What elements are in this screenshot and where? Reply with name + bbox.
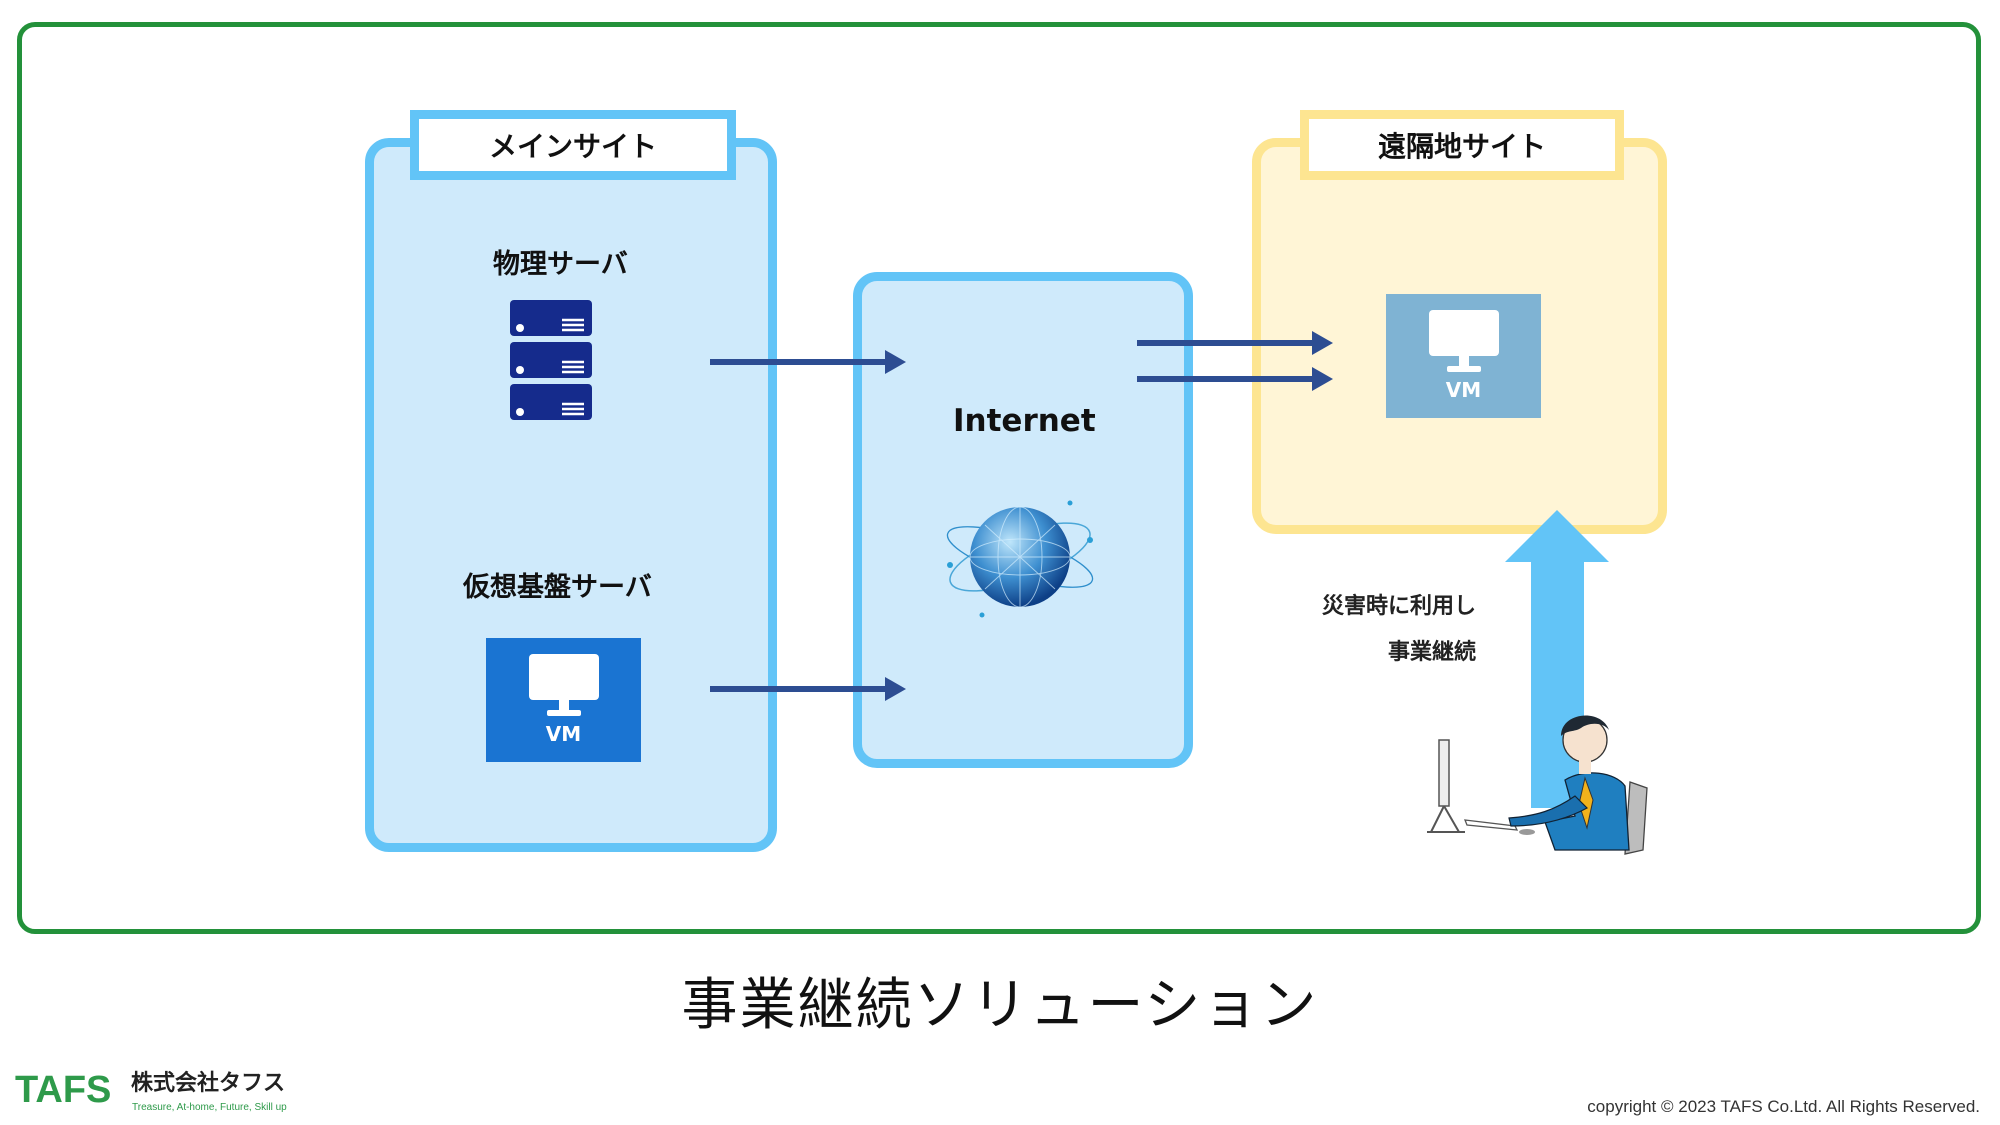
- person-at-computer-icon: [1427, 715, 1648, 855]
- server-icon: [510, 300, 592, 420]
- vm-main-label: VM: [545, 722, 582, 746]
- logo-company: 株式会社タフス: [131, 1070, 285, 1096]
- page-title: 事業継続ソリューション: [681, 973, 1319, 1038]
- remote-site-title: 遠隔地サイト: [1300, 110, 1624, 180]
- logo-tagline: Treasure, At-home, Future, Skill up: [132, 1102, 287, 1113]
- copyright-text: copyright © 2023 TAFS Co.Ltd. All Rights…: [1587, 1097, 1980, 1116]
- globe-icon: [946, 500, 1094, 618]
- diagram-frame: [17, 22, 1981, 934]
- tafs-logo: TAFS 株式会社タフス Treasure, At-home, Future, …: [15, 1069, 287, 1113]
- vm-remote-label: VM: [1445, 378, 1482, 402]
- logo-brand: TAFS: [15, 1069, 111, 1111]
- note-line-2: 事業継続: [1387, 640, 1476, 665]
- physical-server-label: 物理サーバ: [493, 249, 628, 280]
- monitor-icon: [528, 654, 599, 716]
- vm-remote-tile: VM: [1386, 294, 1541, 418]
- main-site-title: メインサイト: [410, 110, 736, 180]
- internet-label: Internet: [953, 403, 1096, 439]
- monitor-icon: [1428, 310, 1499, 372]
- vm-main-tile: VM: [486, 638, 641, 762]
- note-line-1: 災害時に利用し: [1321, 594, 1476, 619]
- virtual-server-label: 仮想基盤サーバ: [463, 572, 652, 603]
